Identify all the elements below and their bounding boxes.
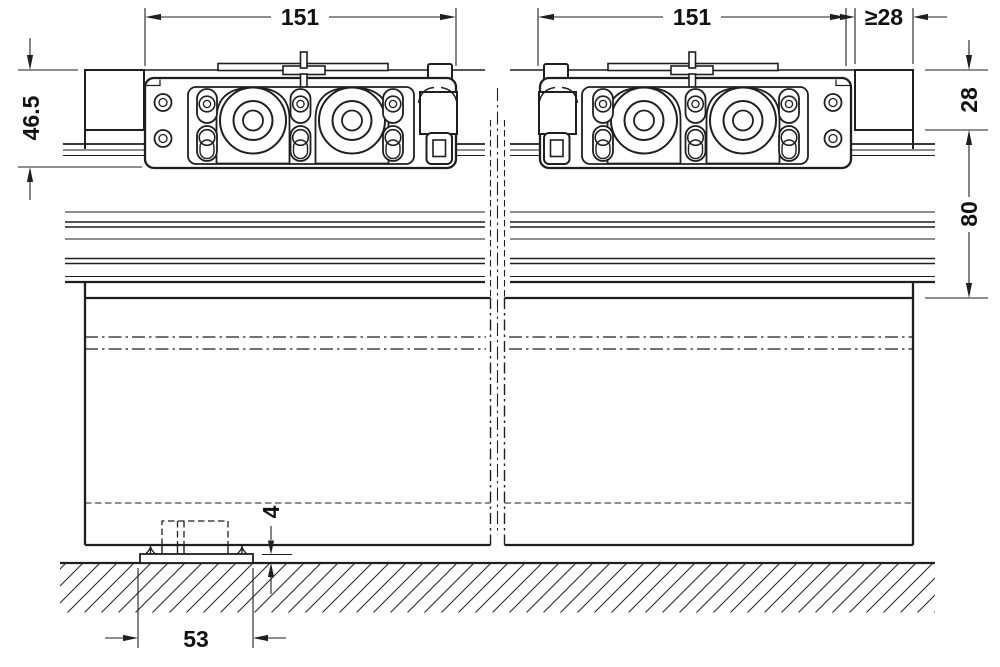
- mounting-block-left: [84, 69, 145, 149]
- center-joint: [489, 88, 506, 545]
- dim-4: 4: [258, 505, 292, 594]
- floor: [60, 561, 935, 613]
- dim-28: 28: [925, 40, 988, 131]
- door-panel-left: [83, 282, 491, 547]
- dim-53: 53: [105, 568, 286, 652]
- dimension-label: 28: [956, 87, 982, 113]
- dim-46-5: 46.5: [18, 38, 142, 200]
- floor-guide: [139, 520, 254, 564]
- dimension-label: ≥28: [865, 4, 903, 30]
- dimension-label: 53: [183, 626, 209, 652]
- dimension-label: 151: [281, 4, 320, 30]
- mounting-block-right: [854, 69, 914, 149]
- dim-80: 80: [925, 130, 988, 299]
- dim-min-clearance: ≥28: [820, 4, 947, 64]
- dim-151-left: 151: [144, 4, 457, 66]
- dimension-label: 151: [673, 4, 712, 30]
- dimension-label: 80: [956, 201, 982, 227]
- floor-hatching: [60, 563, 935, 613]
- dimension-label: 4: [258, 505, 284, 518]
- door-break-lines: [85, 336, 913, 504]
- door-panel-right: [504, 282, 915, 547]
- dimension-label: 46.5: [18, 95, 44, 140]
